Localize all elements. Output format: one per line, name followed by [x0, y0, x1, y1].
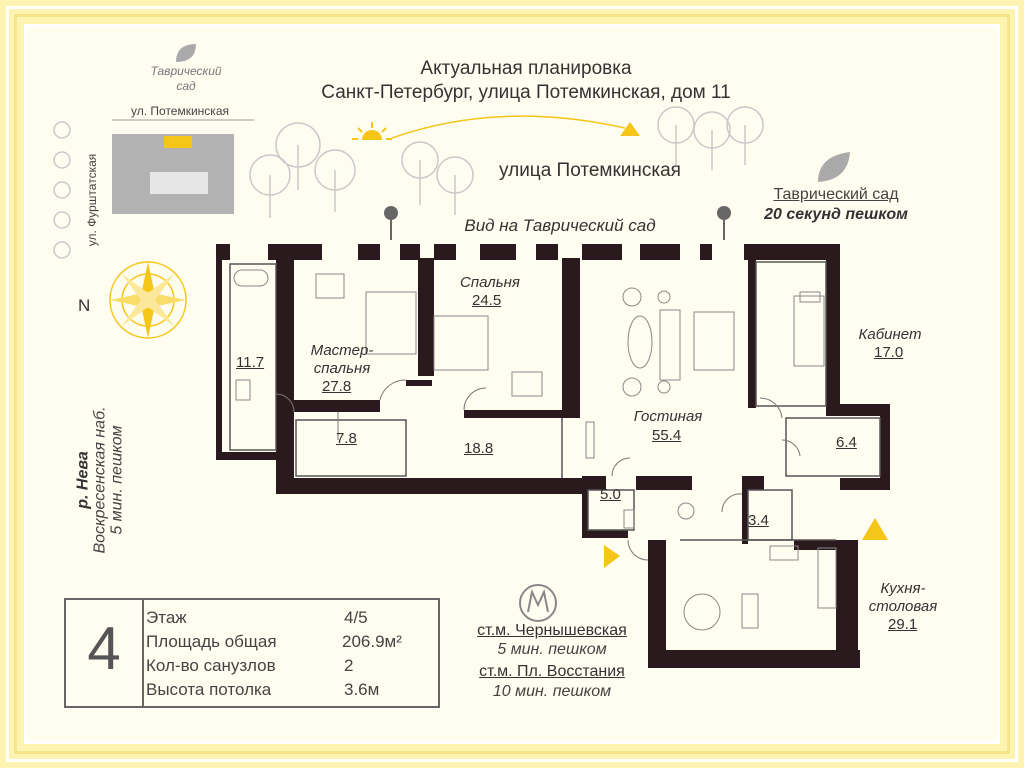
room-area-storage: 3.4: [748, 512, 769, 529]
info-value-area: 206.9м²: [342, 632, 402, 651]
river-name: р. Нева: [74, 451, 92, 509]
river-embankment: Воскресенская наб.: [91, 406, 109, 554]
inner-frame: [14, 14, 1010, 754]
info-label-floor: Этаж: [146, 608, 187, 627]
room-area-hall: 18.8: [464, 440, 494, 457]
minimap-garden-line1: Таврический: [150, 64, 222, 78]
pin-icon: [384, 206, 731, 240]
street-name: улица Потемкинская: [499, 160, 681, 181]
room-area-bath1: 11.7: [236, 354, 265, 371]
minimap: [112, 119, 254, 214]
info-value-ceiling: 3.6м: [344, 680, 380, 699]
sun-path-arc: [391, 115, 626, 139]
compass-north-label: N: [78, 296, 91, 315]
garden-walk-time: 20 секунд пешком: [764, 206, 908, 223]
plan-title: Актуальная планировка: [420, 58, 632, 79]
floor-number: 4: [87, 615, 121, 682]
room-label-master-line2: спальня: [313, 360, 371, 377]
compass-rose-icon: [109, 261, 187, 339]
room-label-living: Гостиная: [633, 408, 703, 425]
room-label-bedroom: Спальня: [460, 274, 520, 291]
leaf-icon: [176, 44, 850, 182]
minimap-street-left: ул. Фурштатская: [85, 153, 99, 247]
plan-address: Санкт-Петербург, улица Потемкинская, дом…: [321, 82, 731, 103]
partitions: [229, 261, 881, 541]
room-label-kitchen: Кухня- столовая: [860, 580, 946, 616]
sun-icon: [352, 122, 392, 140]
furniture: [233, 269, 837, 631]
minimap-street-top: ул. Потемкинская: [131, 104, 229, 118]
metro-walk-1: 5 мин. пешком: [497, 641, 607, 658]
room-area-bath2: 6.4: [836, 434, 857, 451]
info-label-area: Площадь общая: [146, 632, 277, 651]
sun-arrow-icon: [620, 122, 640, 136]
info-value-bathrooms: 2: [344, 656, 354, 675]
room-area-bedroom: 24.5: [472, 292, 502, 309]
entrance-arrow-icon: [604, 545, 620, 568]
room-area-study: 17.0: [874, 344, 904, 361]
view-label: Вид на Таврический сад: [464, 216, 656, 235]
garden-name: Таврический сад: [773, 186, 899, 203]
minimap-garden-label: Таврический сад: [150, 64, 221, 94]
info-label-bathrooms: Кол-во санузлов: [146, 656, 276, 675]
minimap-garden-line2: сад: [176, 79, 196, 93]
apartment-info-box: 4 Этаж 4/5 Площадь общая 206.9м² Кол-во …: [64, 598, 440, 708]
info-value-floor: 4/5: [344, 608, 368, 627]
room-label-master: Мастер- спальня: [304, 342, 380, 378]
info-label-ceiling: Высота потолка: [146, 680, 272, 699]
room-area-master: 27.8: [322, 378, 352, 395]
room-area-kitchen: 29.1: [888, 616, 918, 633]
room-label-study: Кабинет: [858, 326, 922, 343]
trees-decoration: [53, 106, 764, 259]
room-area-wc: 5.0: [600, 486, 621, 503]
entrance-marker-icon: [862, 518, 888, 540]
room-label-master-line1: Мастер-: [310, 342, 374, 359]
outer-frame: [6, 6, 1018, 762]
metro-logo-icon: [519, 584, 557, 622]
river-walk-time: 5 мин. пешком: [108, 425, 126, 535]
room-area-wardrobe: 7.8: [336, 430, 357, 447]
river-info: р. Нева Воскресенская наб. 5 мин. пешком: [75, 406, 126, 553]
room-area-living: 55.4: [652, 427, 682, 444]
room-label-kitchen-line2: столовая: [868, 598, 938, 615]
metro-walk-2: 10 мин. пешком: [492, 683, 612, 700]
info-divider: [142, 600, 144, 706]
metro-station-2: ст.м. Пл. Восстания: [479, 663, 625, 680]
room-label-kitchen-line1: Кухня-: [880, 580, 926, 597]
metro-station-1: ст.м. Чернышевская: [477, 622, 627, 639]
doors: [275, 379, 801, 561]
walls: [216, 244, 890, 668]
